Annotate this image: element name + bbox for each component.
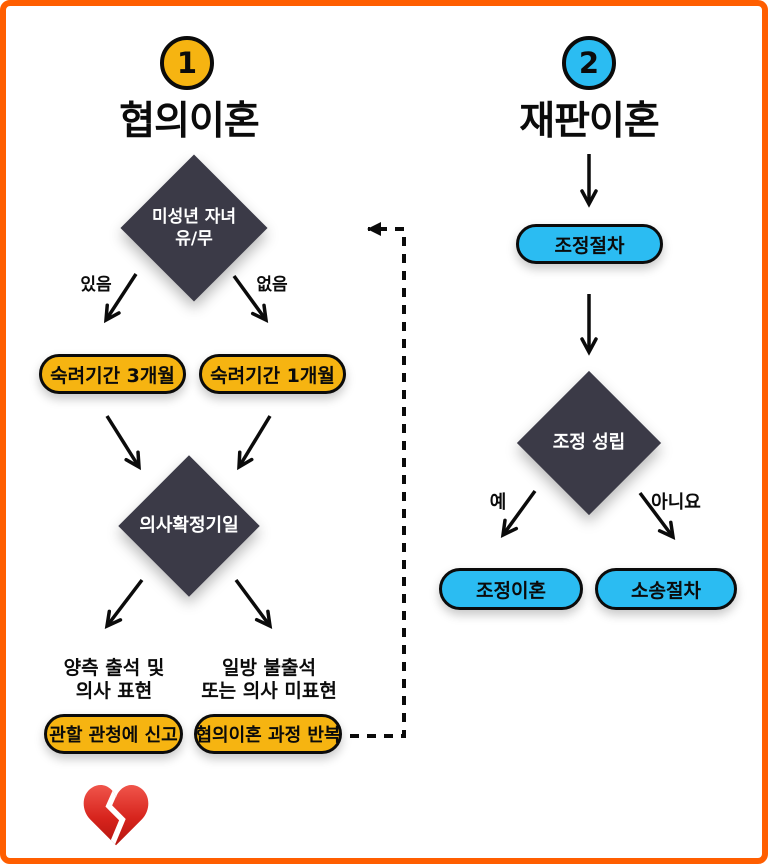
step-2-badge: 2 — [562, 36, 616, 90]
decision-mediation-settled-label: 조정 성립 — [552, 432, 626, 454]
arrow-settle-no — [638, 491, 676, 540]
arrow-has-children — [103, 273, 138, 324]
right-column-title: 재판이혼 — [519, 99, 660, 144]
box-repeat-process: 협의이혼 과정 반복 — [194, 714, 342, 754]
arrow-wait1-to-confirm — [237, 415, 272, 471]
branch-label-none: 없음 — [256, 275, 288, 295]
box-mediation-divorce: 조정이혼 — [439, 568, 583, 610]
arrow-repeat-loop — [350, 222, 406, 738]
branch-label-has: 있음 — [80, 275, 112, 295]
outcome-attend-label: 양측 출석 및 의사 표현 — [63, 657, 165, 703]
arrow-no-children — [232, 274, 269, 323]
arrow-settle-yes — [500, 489, 537, 538]
decision-minor-children-label: 미성년 자녀 유/무 — [151, 206, 237, 249]
box-report-to-office: 관할 관청에 신고 — [44, 714, 183, 754]
outcome-absent-label: 일방 불출석 또는 의사 미표현 — [201, 657, 337, 703]
branch-label-no: 아니요 — [651, 492, 701, 513]
arrow-layer — [103, 154, 676, 738]
box-waiting-1-month: 숙려기간 1개월 — [199, 354, 346, 394]
arrow-confirm-to-attend — [104, 578, 144, 629]
branch-label-yes: 예 — [489, 492, 507, 513]
left-column-title: 협의이혼 — [119, 99, 260, 144]
step-1-badge: 1 — [160, 36, 214, 90]
decision-confirmation-date-label: 의사확정기일 — [139, 515, 239, 537]
box-waiting-3-months: 숙려기간 3개월 — [39, 354, 186, 394]
box-mediation-procedure: 조정절차 — [516, 224, 663, 264]
box-litigation-procedure: 소송절차 — [595, 568, 737, 610]
broken-heart-icon — [83, 785, 149, 846]
arrow-confirm-to-absent — [234, 578, 273, 629]
arrow-wait3-to-confirm — [105, 415, 141, 471]
step-1-number: 1 — [176, 46, 198, 80]
step-2-number: 2 — [578, 46, 600, 80]
